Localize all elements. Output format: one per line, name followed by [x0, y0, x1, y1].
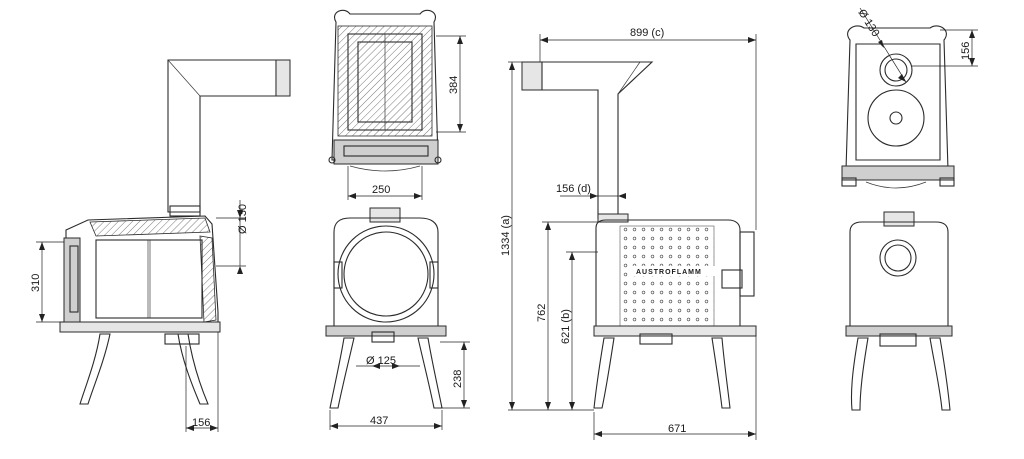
dim-rear-621: 621 (b): [560, 309, 572, 344]
dim-rear-762: 762: [536, 304, 548, 322]
dim-topright-flue-dia: Ø 130: [855, 7, 881, 39]
dim-front-238: 238: [452, 370, 464, 388]
dim-rear-899: 899 (c): [630, 27, 664, 39]
dim-side-310: 310: [30, 274, 42, 292]
front-view: Ø 125 238 437: [325, 207, 470, 430]
dim-top-250: 250: [372, 184, 390, 196]
dim-topright-156: 156: [960, 42, 972, 60]
dim-side-flue-dia: Ø 130: [237, 204, 249, 234]
dim-top-384: 384: [448, 76, 460, 94]
dim-side-156: 156: [192, 417, 210, 429]
dim-front-437: 437: [370, 415, 388, 427]
side-view-right: [845, 211, 953, 411]
dim-rear-156: 156 (d): [556, 183, 591, 195]
side-section-view: 310 Ø 130 156: [30, 59, 291, 432]
dim-rear-671: 671: [668, 423, 686, 435]
brand-plate: AUSTROFLAMM: [636, 269, 702, 276]
top-view-right: Ø 130 156: [841, 7, 978, 189]
dim-front-air-dia: Ø 125: [366, 355, 396, 367]
rear-view: AUSTROFLAMM 899 (c) 156 (d) 1334 (a) 762: [500, 27, 757, 440]
top-view: 384 250: [328, 9, 466, 200]
dim-rear-1334: 1334 (a): [500, 215, 512, 256]
